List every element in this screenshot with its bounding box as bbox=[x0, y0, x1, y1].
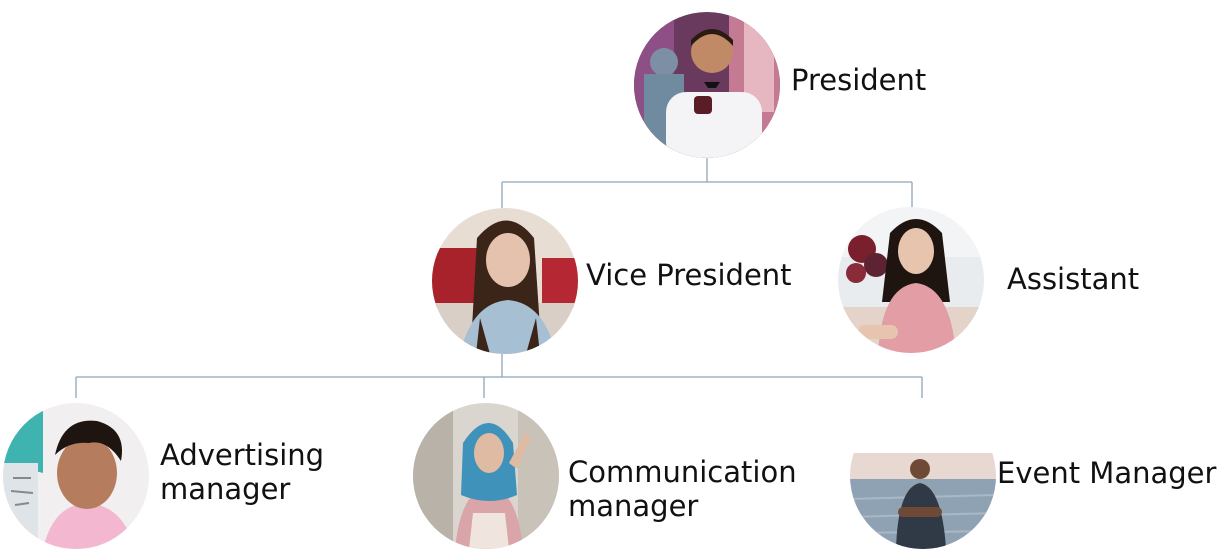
communication-manager-label: Communication manager bbox=[568, 455, 797, 523]
president-label: President bbox=[791, 63, 927, 97]
president-photo bbox=[634, 12, 780, 158]
vice-president-photo bbox=[432, 208, 578, 354]
event-manager-label: Event Manager bbox=[997, 456, 1217, 490]
vice-president-label: Vice President bbox=[586, 258, 792, 292]
advertising-manager-label: Advertising manager bbox=[160, 438, 325, 506]
event-manager-photo bbox=[850, 403, 996, 549]
communication-manager-photo bbox=[413, 403, 559, 549]
assistant-label: Assistant bbox=[1007, 262, 1140, 296]
advertising-manager-photo bbox=[3, 403, 149, 549]
assistant-photo bbox=[838, 207, 984, 353]
